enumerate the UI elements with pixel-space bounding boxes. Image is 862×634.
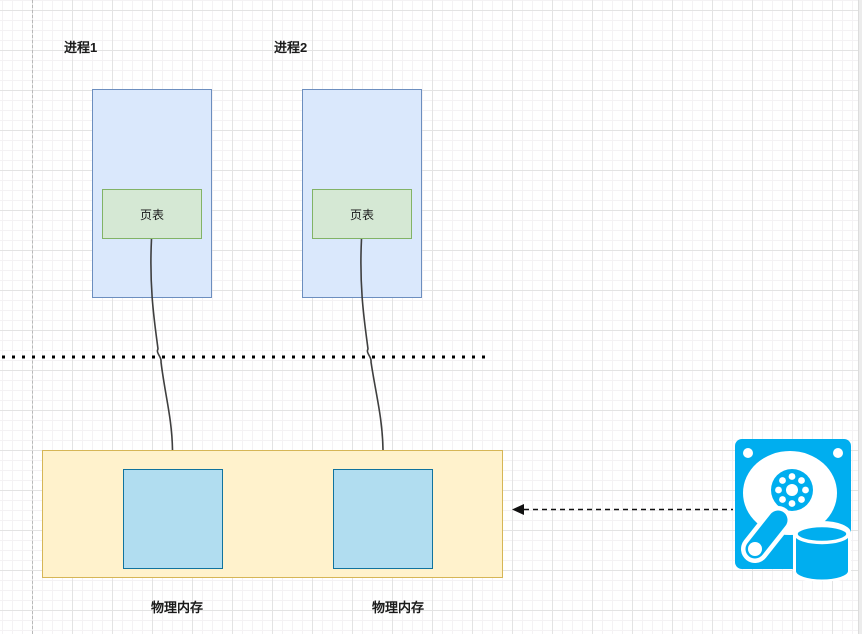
page-table-2-label: 页表 bbox=[349, 207, 374, 222]
page-table-1-label: 页表 bbox=[139, 207, 164, 222]
page-table-1-box: 页表 bbox=[102, 189, 202, 239]
memory-frame-1 bbox=[123, 469, 223, 569]
canvas-right-edge bbox=[858, 0, 862, 634]
memory-frame-2 bbox=[333, 469, 433, 569]
process-2-box: 页表 bbox=[302, 89, 422, 298]
arrow-head bbox=[512, 504, 524, 515]
process-2-label: 进程2 bbox=[274, 40, 308, 55]
page-boundary-line bbox=[32, 0, 33, 634]
physical-memory-label-2: 物理内存 bbox=[371, 600, 424, 615]
physical-memory-label-1: 物理内存 bbox=[150, 600, 203, 615]
disk-icon bbox=[735, 439, 851, 581]
process-1-label: 进程1 bbox=[64, 40, 98, 55]
page-table-2-box: 页表 bbox=[312, 189, 412, 239]
physical-memory-box bbox=[42, 450, 503, 578]
process-1-box: 页表 bbox=[92, 89, 212, 298]
